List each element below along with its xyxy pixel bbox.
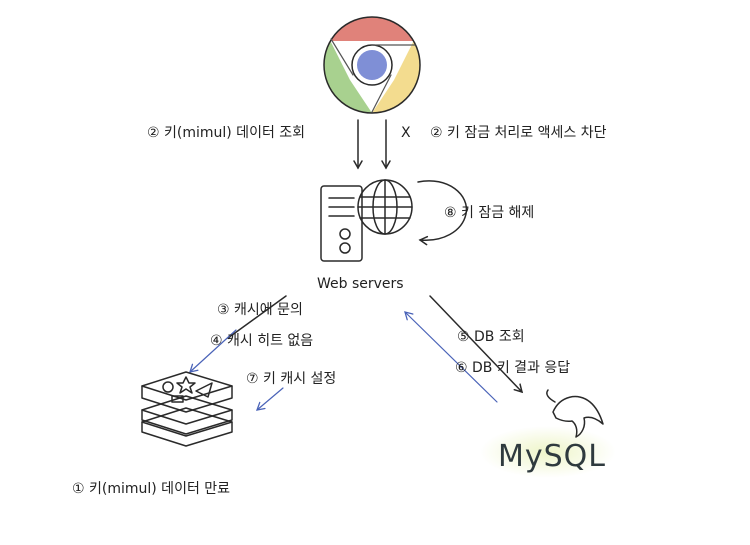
chrome-center-dot	[357, 50, 387, 80]
server-box	[320, 185, 363, 262]
label-step3: ③ 캐시에 문의	[217, 302, 303, 318]
mysql-wordmark: MySQL	[498, 439, 606, 474]
chrome-yellow-segment	[372, 41, 421, 114]
server-button-1	[339, 228, 351, 240]
redis-layer-top-side	[141, 385, 233, 413]
chrome-red-segment	[372, 16, 414, 41]
label-step8: ⑧ 키 잠금 해제	[444, 205, 534, 221]
mysql-dolphin-fin	[546, 389, 556, 403]
redis-cache-icon	[141, 371, 233, 447]
redis-circle-mark	[162, 381, 174, 393]
mysql-dolphin-icon	[552, 395, 604, 438]
mysql-logo: MySQL	[480, 389, 616, 478]
chrome-segment-lines	[330, 38, 416, 113]
label-step6: ⑥ DB 키 결과 응답	[455, 360, 570, 376]
web-server-icon	[320, 185, 363, 262]
label-step5: ⑤ DB 조회	[457, 329, 525, 345]
label-step2-query: ② 키(mimul) 데이터 조회	[147, 125, 305, 141]
mysql-glow	[480, 426, 616, 478]
label-web-servers: Web servers	[317, 276, 404, 292]
redis-star-mark	[176, 376, 196, 394]
arrow-unlock-loop	[417, 180, 468, 246]
arrow-server-to-db	[429, 295, 524, 394]
arrow-db-to-server	[404, 311, 498, 403]
chrome-outline	[323, 16, 421, 114]
arrow-cache-set	[255, 387, 284, 411]
redis-layer-bottom-side	[141, 421, 233, 447]
label-step1: ① 키(mimul) 데이터 만료	[72, 481, 230, 497]
chrome-green-segment	[323, 41, 372, 114]
redis-layer-middle-side	[141, 409, 233, 435]
chrome-red-segment-2	[330, 16, 372, 41]
label-step2-lock: ② 키 잠금 처리로 액세스 차단	[430, 125, 607, 141]
globe-icon	[357, 179, 413, 235]
server-button-2	[339, 242, 351, 254]
label-step4: ④ 캐시 히트 없음	[210, 333, 313, 349]
arrow-server-to-cache	[227, 295, 287, 339]
redis-rect-mark	[171, 395, 184, 403]
label-step2-x: X	[401, 125, 411, 141]
label-step7: ⑦ 키 캐시 설정	[246, 371, 336, 387]
arrow-cache-miss	[189, 329, 237, 373]
chrome-browser-icon	[323, 16, 421, 114]
redis-triangle-mark	[195, 382, 213, 398]
